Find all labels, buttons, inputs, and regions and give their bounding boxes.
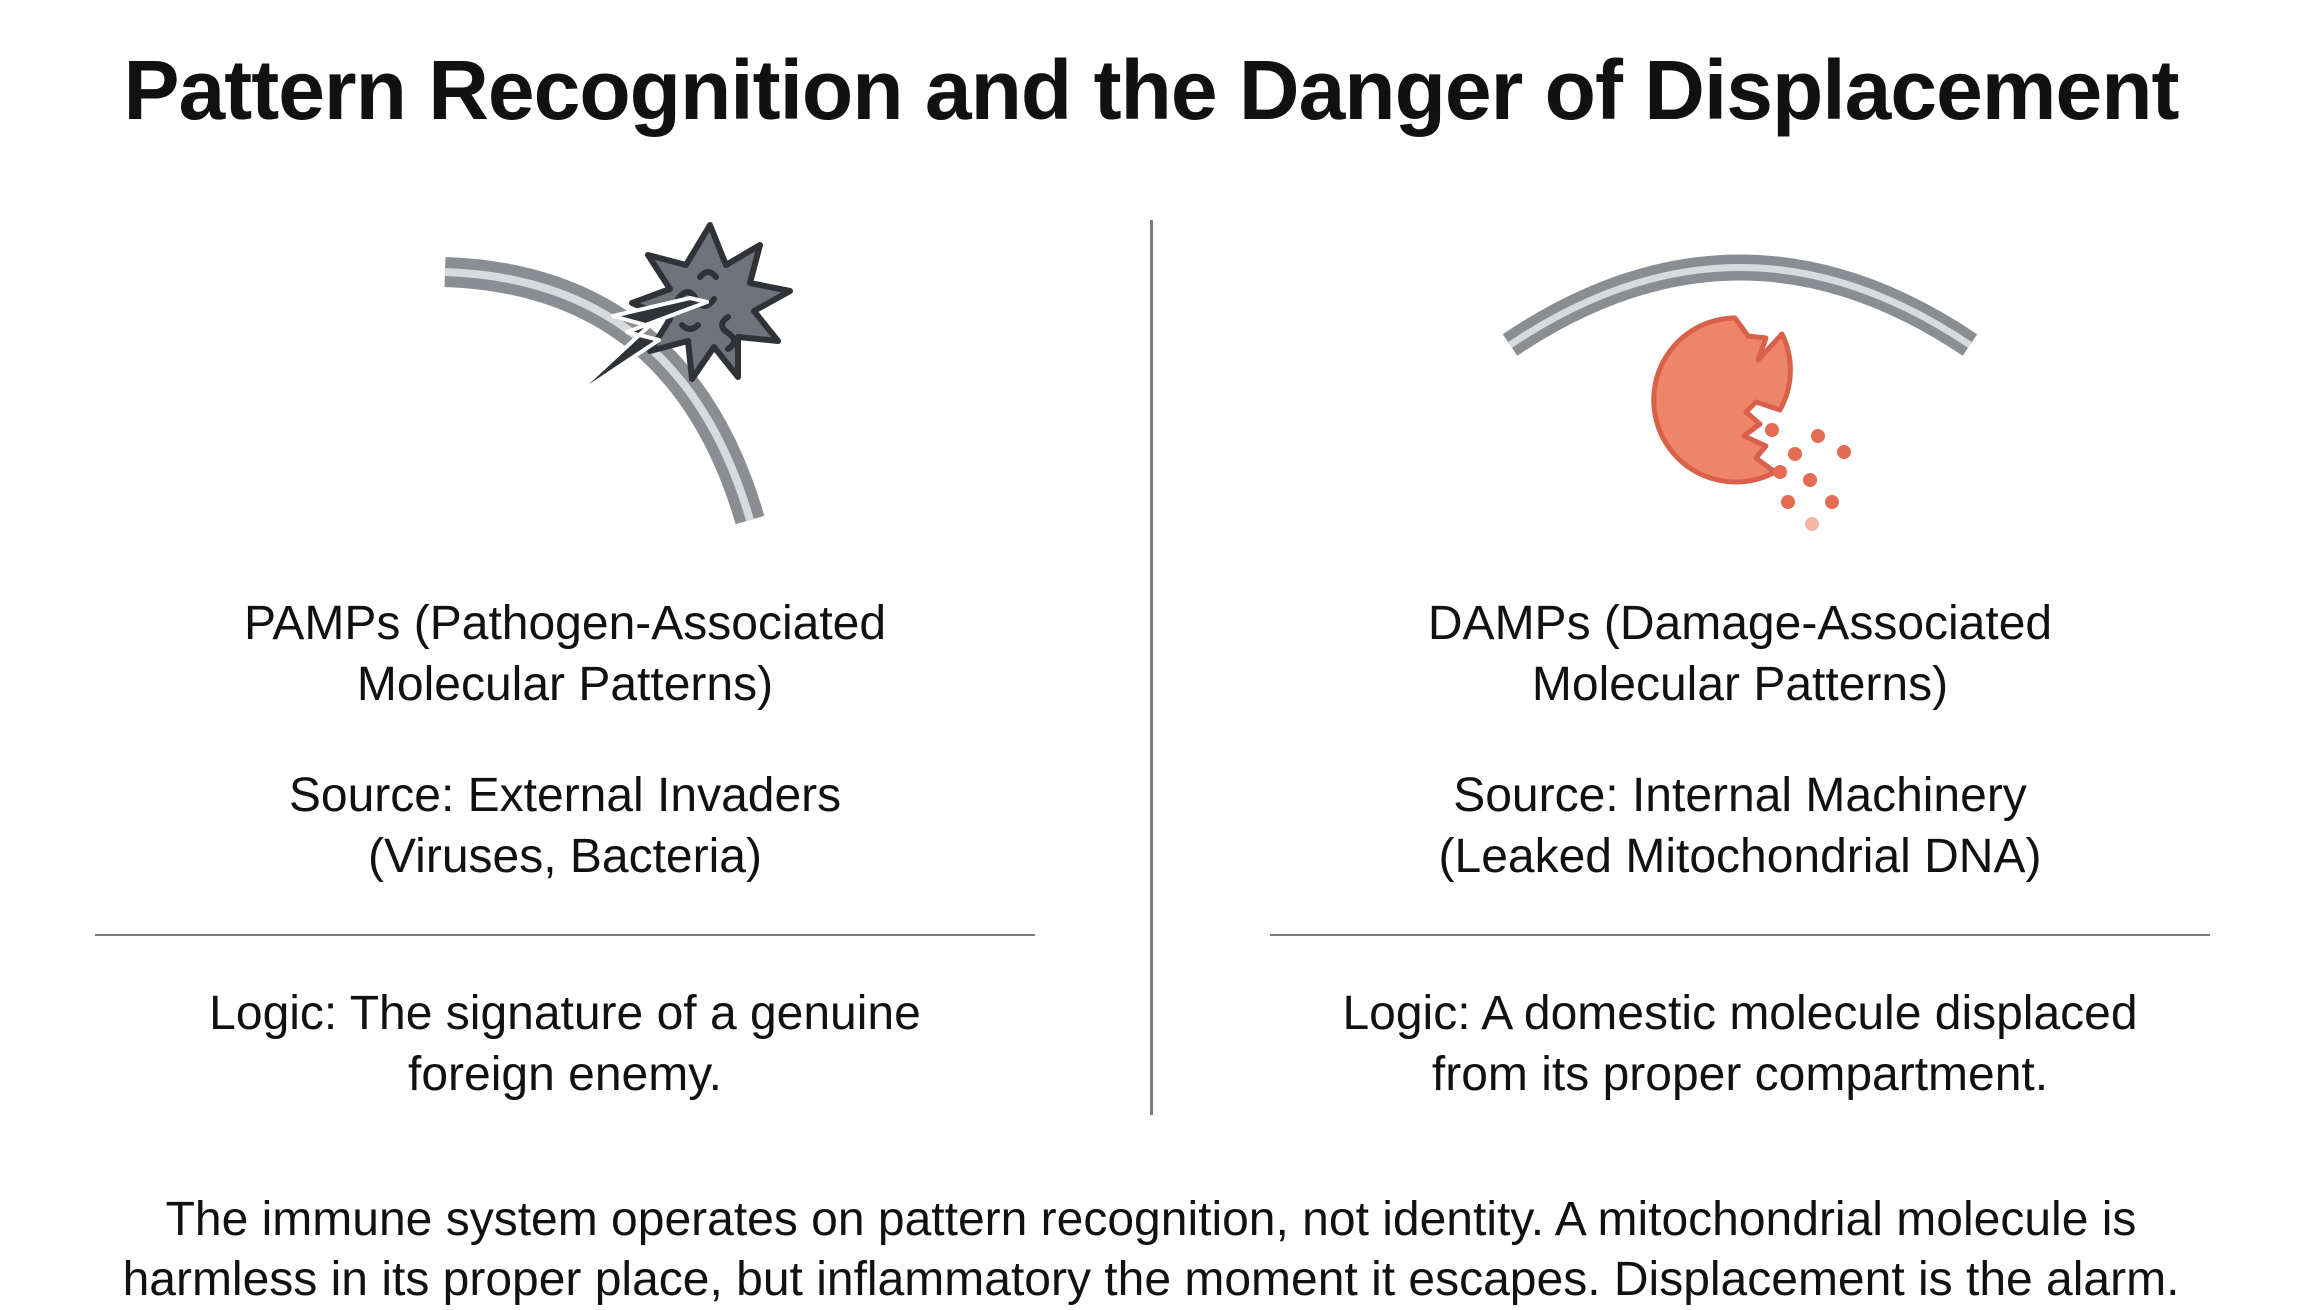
pamps-heading: PAMPs (Pathogen-Associated Molecular Pat… — [243, 597, 887, 711]
damps-source: Source: Internal Machinery (Leaked Mitoc… — [1438, 769, 2042, 883]
compartment-membrane-arc-inner — [1508, 264, 1972, 348]
damps-logic: Logic: A domestic molecule displaced fro… — [1342, 987, 2138, 1101]
column-divider — [1150, 220, 1153, 1115]
leaked-dna-particles — [1765, 423, 1851, 531]
mitochondria-leak-illustration — [1502, 254, 1978, 531]
lightning-bolt-icon — [567, 296, 709, 402]
pathogen-membrane-breach-illustration — [444, 222, 793, 525]
pamps-separator — [95, 934, 1035, 936]
pamps-column: PAMPs (Pathogen-Associated Molecular Pat… — [85, 210, 1045, 1105]
page-title: Pattern Recognition and the Danger of Di… — [123, 43, 2180, 137]
pamps-source: Source: External Invaders (Viruses, Bact… — [288, 769, 842, 883]
damps-heading: DAMPs (Damage-Associated Molecular Patte… — [1427, 597, 2053, 711]
pamps-logic: Logic: The signature of a genuine foreig… — [209, 987, 921, 1101]
summary-caption: The immune system operates on pattern re… — [122, 1193, 2180, 1306]
pathogen-icon — [629, 222, 793, 382]
mitochondria-icon — [1651, 315, 1793, 485]
damps-column: DAMPs (Damage-Associated Molecular Patte… — [1260, 210, 2220, 1105]
damps-separator — [1270, 934, 2210, 936]
